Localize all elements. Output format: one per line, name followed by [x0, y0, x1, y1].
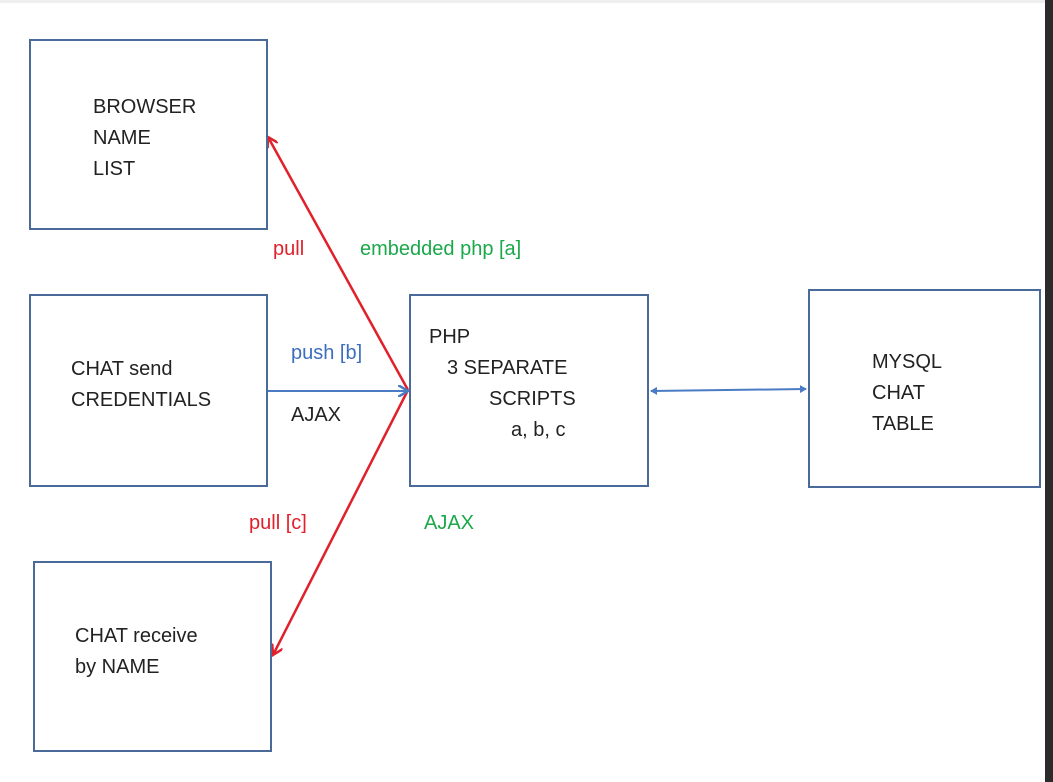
box-text-line: a, b, c — [511, 419, 566, 441]
box-text-line: CHAT send — [71, 358, 173, 380]
box-text-line: 3 SEPARATE — [447, 357, 568, 379]
chat-send-box: CHAT send CREDENTIALS — [29, 294, 268, 487]
chat-receive-box: CHAT receive by NAME — [33, 561, 272, 752]
box-text-line: SCRIPTS — [489, 388, 576, 410]
box-text-line: CREDENTIALS — [71, 389, 212, 411]
ajax-push-label: AJAX — [291, 404, 342, 426]
browser-name-list-box: BROWSER NAME LIST — [29, 39, 268, 230]
box-text-line: BROWSER — [93, 96, 197, 118]
embedded-php-label: embedded php [a] — [360, 238, 522, 260]
box-text-line: CHAT receive — [75, 625, 198, 647]
mysql-chat-table-box: MYSQL CHAT TABLE — [808, 289, 1041, 488]
top-border — [0, 0, 1053, 3]
right-border — [1045, 0, 1053, 782]
box-text-line: LIST — [93, 158, 136, 180]
box-text-line: MYSQL — [872, 351, 943, 373]
box-text-line: by NAME — [75, 656, 160, 678]
pull-label: pull — [273, 238, 305, 260]
box-text-line: PHP — [429, 326, 471, 348]
box-text-line: TABLE — [872, 413, 934, 435]
php-scripts-box: PHP 3 SEPARATE SCRIPTS a, b, c — [409, 294, 649, 487]
pull-arrow-a — [268, 137, 410, 391]
pull-c-label: pull [c] — [249, 512, 307, 534]
box-text-line: NAME — [93, 127, 151, 149]
box-text-line: CHAT — [872, 382, 925, 404]
push-b-label: push [b] — [291, 342, 363, 364]
php-mysql-connector — [650, 385, 807, 395]
pull-arrow-c — [273, 389, 410, 655]
ajax-pull-label: AJAX — [424, 512, 475, 534]
